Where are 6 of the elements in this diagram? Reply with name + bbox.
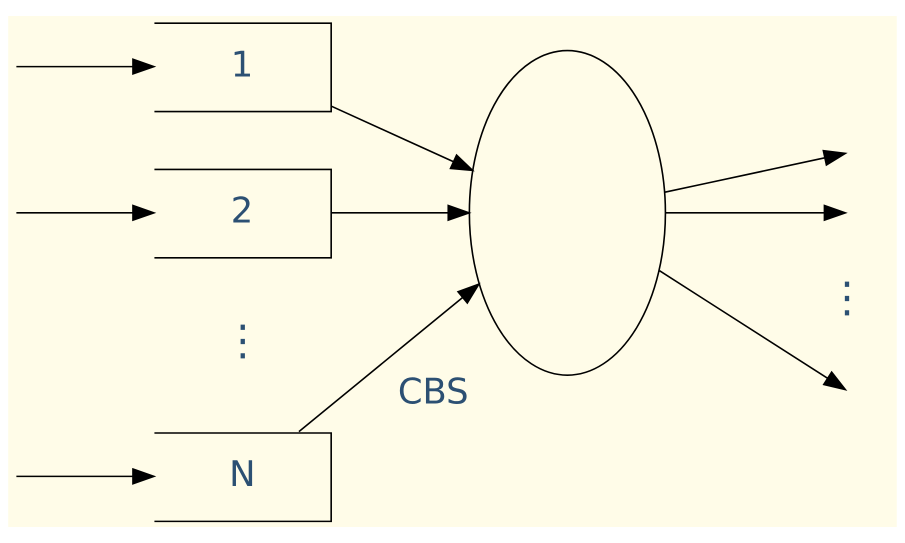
node-text: N [229, 454, 256, 496]
label: ⋮ [826, 272, 868, 322]
node-text: 1 [230, 44, 254, 86]
node-text: 2 [230, 190, 254, 232]
node-label: CBS [398, 371, 469, 412]
label: ⋮ [222, 316, 264, 365]
